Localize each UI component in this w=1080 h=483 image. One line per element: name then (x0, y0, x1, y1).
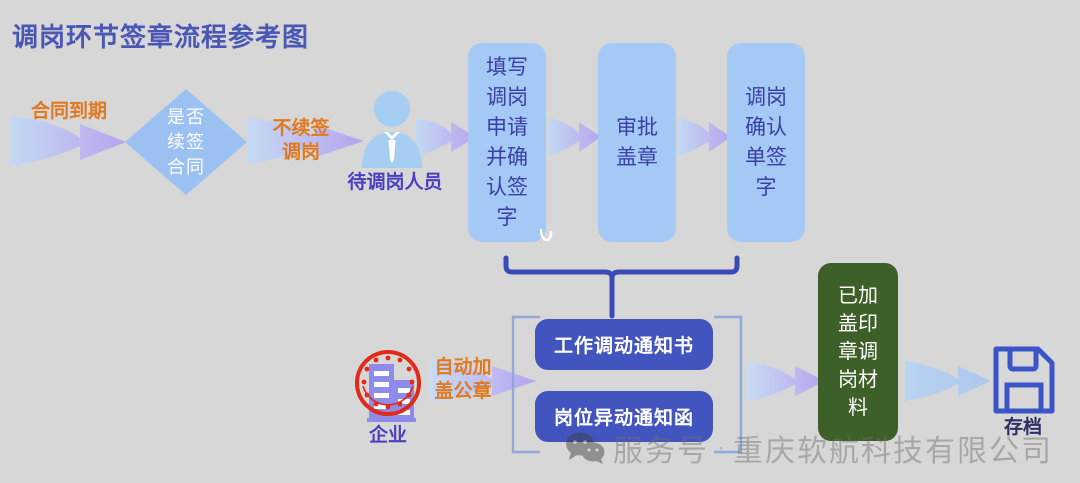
watermark: 服务号 · 重庆软航科技有限公司 (565, 426, 1053, 470)
archive-label: 存档 (1003, 417, 1042, 438)
arrow-step1-to-step2 (547, 118, 601, 156)
decorative-arc (539, 228, 553, 242)
arrow-company-to-documents (430, 360, 536, 402)
label-contract-expiry: 合同到期 (30, 101, 107, 122)
arrow-step2-to-step3 (677, 118, 731, 156)
person-label: 待调岗人员 (347, 172, 443, 193)
result-box-stamped-materials[interactable]: 已加 盖印 章调 岗材 料 (818, 263, 898, 441)
label-auto-stamp: 自动加 盖公章 (434, 357, 492, 402)
floppy-disk-save-icon[interactable] (990, 345, 1056, 417)
arrow-decision-to-person (248, 118, 364, 164)
decision-label: 是否 续签 合同 (167, 106, 205, 177)
process-box-approval-stamp[interactable]: 审批 盖章 (598, 43, 676, 242)
document-box-position-change-letter[interactable]: 岗位异动通知函 (535, 391, 713, 442)
arrow-result-to-archive (905, 361, 991, 401)
watermark-account-type: 服务号 (613, 435, 709, 468)
document-box-transfer-notice[interactable]: 工作调动通知书 (535, 319, 713, 370)
person-icon (362, 91, 422, 168)
label-no-renew-transfer: 不续签 调岗 (272, 118, 330, 163)
process-box-fill-application[interactable]: 填写 调岗 申请 并确 认签 字 (468, 43, 546, 242)
arrow-contract-to-decision (10, 116, 126, 166)
wechat-icon (566, 432, 605, 464)
decision-renew-contract[interactable]: 是否 续签 合同 (125, 89, 247, 195)
company-stamp-icon (355, 350, 421, 422)
watermark-separator: · (717, 434, 725, 461)
company-label: 企业 (368, 425, 407, 446)
process-box-confirmation-signature[interactable]: 调岗 确认 单签 字 (727, 43, 805, 242)
arrow-person-to-step1 (416, 118, 476, 156)
page-title: 调岗环节签章流程参考图 (12, 22, 310, 52)
watermark-company: 重庆软航科技有限公司 (733, 435, 1053, 468)
arrow-documents-to-result (747, 361, 825, 401)
